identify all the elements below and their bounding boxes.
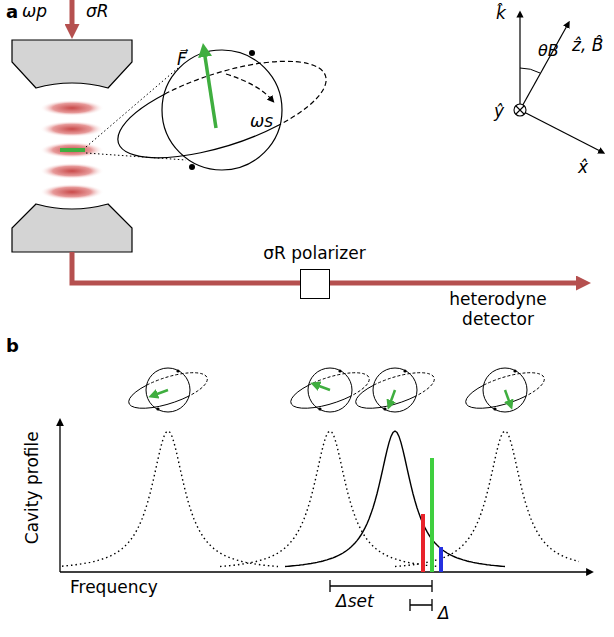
pole-dot [189,164,195,170]
axis-label: ẑ, B̂ [572,36,603,56]
top-mirror [12,40,132,88]
sideband-red [421,514,425,572]
detuning-label: Δ [438,604,450,624]
polarizer-label: σR polarizer [261,244,367,264]
axis-title: Frequency [70,578,158,598]
axis-label: x̂ [578,158,588,178]
panel-letter: a [6,2,18,23]
mode-lobe [40,100,104,116]
angle-label: θB [538,42,559,60]
pole-dot [249,50,255,56]
y-axis-b [59,422,60,572]
frequency-label: ωp [22,2,47,22]
k-axis [519,14,520,110]
bracket [410,599,432,611]
y-axis [514,104,526,116]
vector-label: F⃗ [177,50,187,70]
lorentzian [62,431,278,567]
bloch-sphere [162,50,282,170]
angle-arc [520,68,540,73]
mode-lobe [40,142,104,158]
equator [118,94,279,158]
panel-letter: b [6,336,19,357]
zoom-line [86,153,186,160]
cavity-profile [62,431,579,567]
detector-label: heterodyne detector [448,290,548,329]
x-axis [520,110,602,152]
spin-vector [204,50,216,128]
z-axis [520,24,568,110]
y-axis [516,106,524,114]
axis-title: Cavity profile [23,423,43,553]
x-axis-b [60,571,590,572]
axis-label: k̂ [496,4,506,24]
cavity-mode [40,100,104,200]
atom-cloud [60,148,85,152]
polarizer-box: σR polarizer [300,269,330,299]
precession-arrow [226,74,272,100]
bracket [330,580,432,592]
sideband-blue [439,547,443,572]
polarization-label: σR [86,2,109,22]
detuning-label: Δset [336,592,374,612]
mode-lobe [40,184,104,200]
equator-back [165,61,326,125]
frequency-label: ωs [250,112,273,132]
pump-beam [70,0,75,30]
mode-lobe [40,121,104,137]
bloch-sphere-small [129,368,545,412]
mode-lobe [40,163,104,179]
carrier-green [430,458,434,572]
bottom-mirror [12,204,132,252]
lorentzian [220,431,440,567]
lorentzian [285,431,505,567]
axis-label: ŷ [494,102,504,122]
